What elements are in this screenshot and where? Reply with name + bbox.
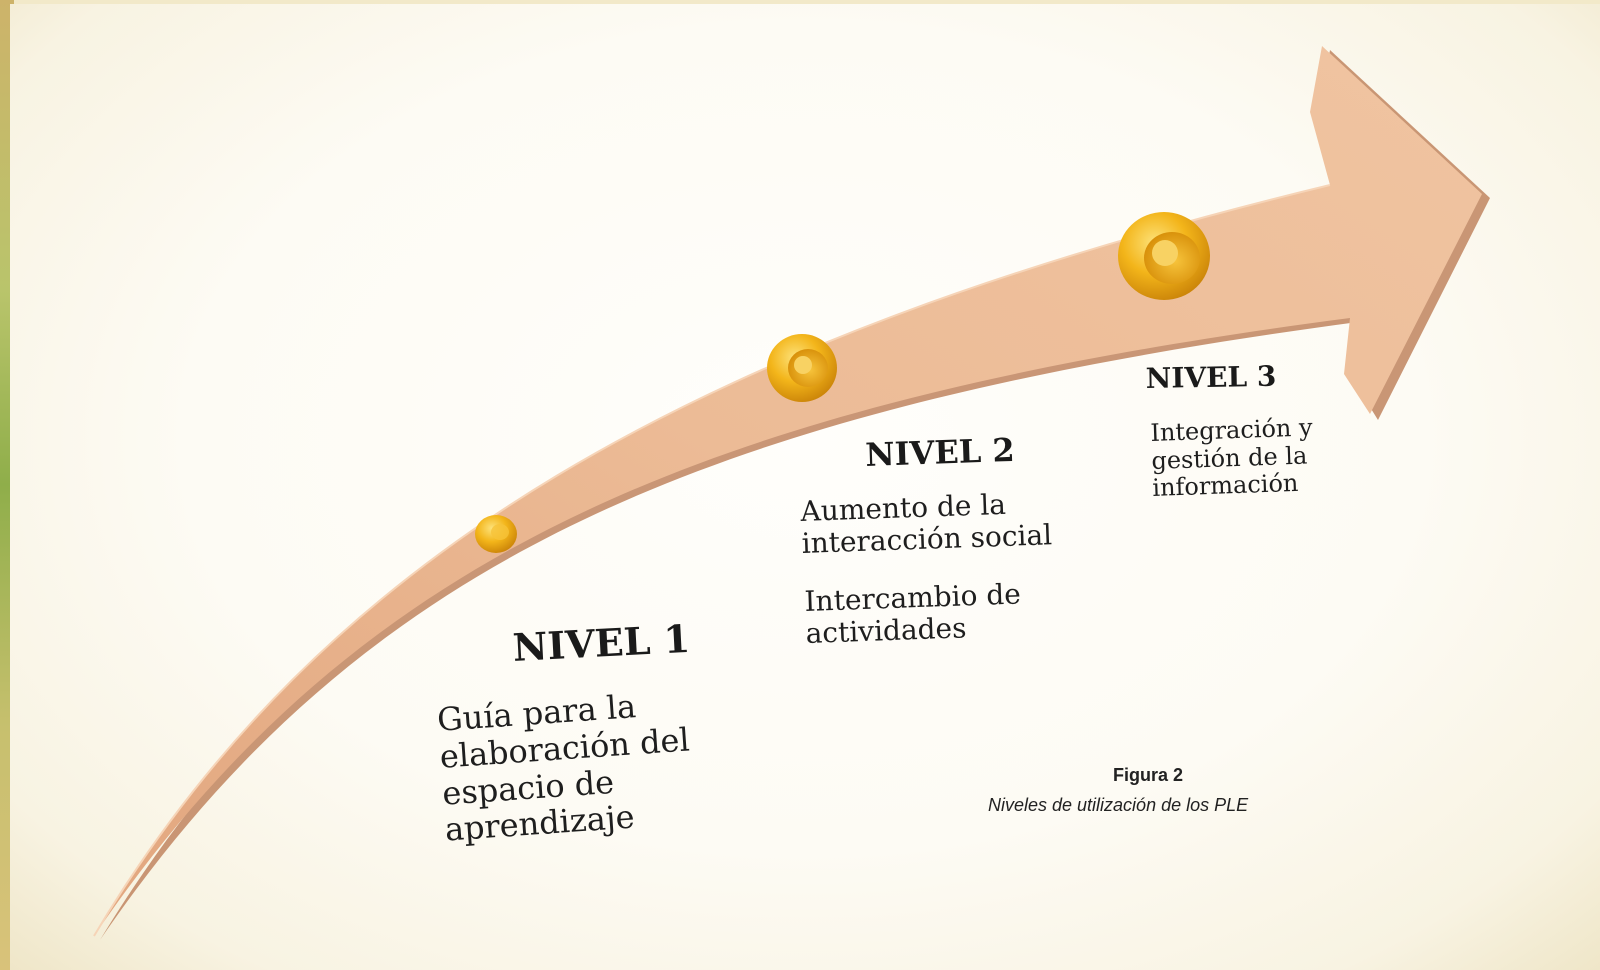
level-1-description: Guía para la elaboración del espacio de … xyxy=(436,685,696,849)
level-2-marker xyxy=(767,334,837,402)
level-2-title: NIVEL 2 xyxy=(865,431,1016,474)
level-3-title: NIVEL 3 xyxy=(1145,360,1276,395)
figure-label: Figura 2 xyxy=(1113,765,1183,786)
level-2-description-2: Intercambio de actividades xyxy=(804,578,1022,650)
figure-caption: Niveles de utilización de los PLE xyxy=(988,795,1248,816)
level-2-description: Aumento de la interacción social xyxy=(800,487,1053,560)
level-1-title: NIVEL 1 xyxy=(512,616,691,670)
level-3-description: Integración y gestión de la información xyxy=(1150,414,1315,502)
level-1-marker xyxy=(475,515,517,553)
level-3-marker xyxy=(1118,212,1210,300)
level-3-line-3: información xyxy=(1152,469,1315,502)
